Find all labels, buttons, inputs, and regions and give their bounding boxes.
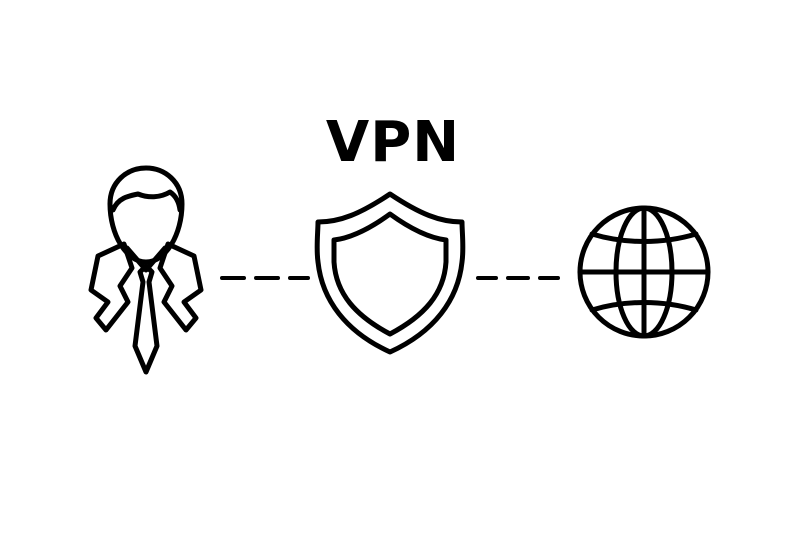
businessman-icon (88, 165, 204, 375)
shield-icon (314, 191, 466, 355)
globe-icon (577, 205, 711, 339)
diagram-title: VPN (325, 110, 461, 175)
